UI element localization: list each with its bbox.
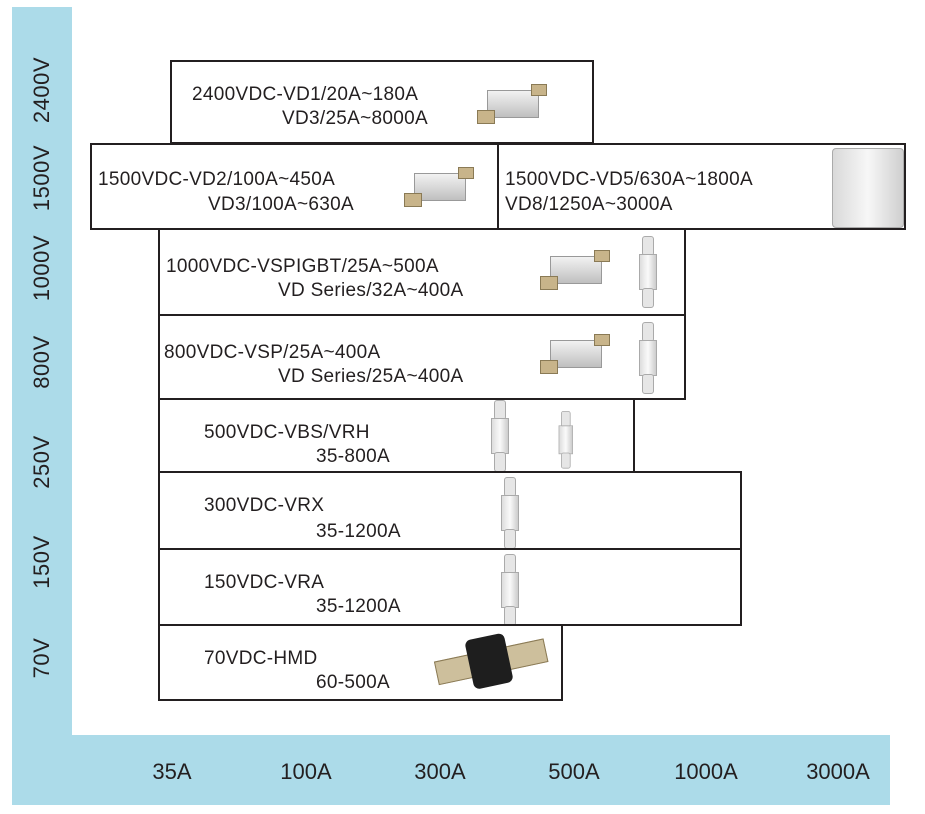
voltage-label: 1500V xyxy=(29,144,54,212)
voltage-label: 800V xyxy=(29,335,54,389)
product-line2: VD Series/25A~400A xyxy=(278,366,464,387)
bolted-fuse-icon xyxy=(500,477,519,549)
product-line2: VD Series/32A~400A xyxy=(278,280,464,301)
product-line1: 2400VDC-VD1/20A~180A xyxy=(192,84,419,105)
nh-fuse-icon xyxy=(477,84,547,124)
product-line1: 150VDC-VRA xyxy=(204,572,325,593)
current-axis-band xyxy=(12,735,890,805)
current-label: 300A xyxy=(414,759,466,784)
product-box-1500v-vd5: 1500VDC-VD5/630A~1800A VD8/1250A~3000A xyxy=(497,143,906,230)
product-box-1000v: 1000VDC-VSPIGBT/25A~500A VD Series/32A~4… xyxy=(158,228,686,316)
product-box-1500v-vd2: 1500VDC-VD2/100A~450A VD3/100A~630A xyxy=(90,143,499,230)
product-line2: VD8/1250A~3000A xyxy=(505,194,673,215)
voltage-label: 250V xyxy=(29,435,54,489)
voltage-axis-band xyxy=(12,7,72,805)
product-line2: VD3/100A~630A xyxy=(208,194,354,215)
voltage-label: 150V xyxy=(29,535,54,589)
bolted-fuse-icon xyxy=(558,411,573,469)
product-line1: 70VDC-HMD xyxy=(204,648,318,669)
current-label: 500A xyxy=(548,759,600,784)
nh-fuse-icon xyxy=(540,334,610,374)
product-line1: 300VDC-VRX xyxy=(204,495,325,516)
product-box-2400v: 2400VDC-VD1/20A~180A VD3/25A~8000A xyxy=(170,60,594,144)
current-label: 100A xyxy=(280,759,332,784)
current-label: 1000A xyxy=(674,759,738,784)
bolted-fuse-icon xyxy=(490,400,509,472)
product-box-800v: 800VDC-VSP/25A~400A VD Series/25A~400A xyxy=(158,314,686,400)
current-label: 35A xyxy=(152,759,192,784)
voltage-label: 1000V xyxy=(29,234,54,302)
product-line1: 800VDC-VSP/25A~400A xyxy=(164,342,381,363)
nh-fuse-icon xyxy=(540,250,610,290)
product-line2: 35-800A xyxy=(316,446,390,467)
hmd-fuse-icon xyxy=(431,625,549,697)
bolted-fuse-icon xyxy=(500,554,519,626)
product-line2: VD3/25A~8000A xyxy=(282,108,428,129)
nh-fuse-icon xyxy=(404,167,474,207)
product-line1: 1500VDC-VD5/630A~1800A xyxy=(505,169,753,190)
product-box-150v: 150VDC-VRA 35-1200A xyxy=(158,548,742,626)
product-line1: 1000VDC-VSPIGBT/25A~500A xyxy=(166,256,439,277)
square-fuse-icon xyxy=(832,148,904,228)
product-line1: 1500VDC-VD2/100A~450A xyxy=(98,169,336,190)
bolted-fuse-icon xyxy=(638,322,657,394)
current-label: 3000A xyxy=(806,759,870,784)
bolted-fuse-icon xyxy=(638,236,657,308)
product-line2: 60-500A xyxy=(316,672,390,693)
voltage-label: 70V xyxy=(29,637,54,679)
product-box-500v: 500VDC-VBS/VRH 35-800A xyxy=(158,398,635,473)
product-line2: 35-1200A xyxy=(316,521,401,542)
voltage-label: 2400V xyxy=(29,56,54,124)
product-box-70v: 70VDC-HMD 60-500A xyxy=(158,624,563,701)
product-line1: 500VDC-VBS/VRH xyxy=(204,422,370,443)
product-line2: 35-1200A xyxy=(316,596,401,617)
product-box-300v: 300VDC-VRX 35-1200A xyxy=(158,471,742,550)
